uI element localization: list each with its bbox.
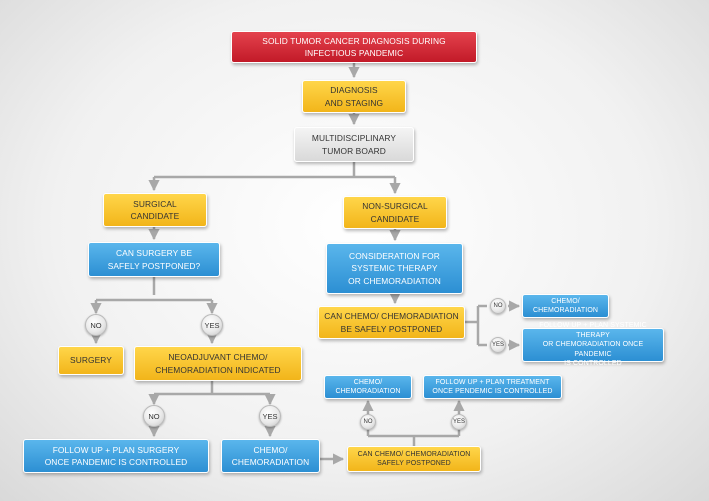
node-tumor-board: MULTIDISCIPLINARY TUMOR BOARD: [294, 127, 414, 162]
decision-no-surgery: NO: [85, 314, 107, 336]
decision-yes-neoadjuvant: YES: [259, 405, 281, 427]
node-surgical-candidate: SURGICAL CANDIDATE: [103, 193, 207, 227]
node-follow-up-treatment: FOLLOW UP + PLAN TREATMENT ONCE PENDEMIC…: [423, 375, 562, 399]
node-follow-up-surgery: FOLLOW UP + PLAN SURGERY ONCE PANDEMIC I…: [23, 439, 209, 473]
node-diagnosis-staging: DIAGNOSIS AND STAGING: [302, 80, 406, 113]
node-follow-up-systemic: FOLLOW UP + PLAN SYSTEMIC THERAPY OR CHE…: [522, 322, 664, 367]
decision-yes-chemo-bottom: YES: [451, 414, 467, 430]
decision-no-chemo-right: NO: [490, 298, 506, 314]
node-chemo-mid: CHEMO/ CHEMORADIATION: [324, 375, 412, 399]
decision-yes-chemo-right: YES: [490, 337, 506, 353]
node-can-chemo-postponed-right: CAN CHEMO/ CHEMORADIATION BE SAFELY POST…: [318, 306, 465, 339]
node-chemo-right: CHEMO/ CHEMORADIATION: [522, 294, 609, 318]
node-neoadjuvant: NEOADJUVANT CHEMO/ CHEMORADIATION INDICA…: [134, 346, 302, 381]
node-diagnosis-pandemic: SOLID TUMOR CANCER DIAGNOSIS DURING INFE…: [231, 31, 477, 63]
decision-no-chemo-bottom: NO: [360, 414, 376, 430]
decision-yes-surgery: YES: [201, 314, 223, 336]
decision-no-neoadjuvant: NO: [143, 405, 165, 427]
node-can-surgery-postponed: CAN SURGERY BE SAFELY POSTPONED?: [88, 242, 220, 277]
node-consideration-systemic: CONSIDERATION FOR SYSTEMIC THERAPY OR CH…: [326, 243, 463, 294]
node-non-surgical-candidate: NON-SURGICAL CANDIDATE: [343, 196, 447, 229]
node-chemo-bottom: CHEMO/ CHEMORADIATION: [221, 439, 320, 473]
node-can-chemo-postponed-bottom: CAN CHEMO/ CHEMORADIATION SAFELY POSTPON…: [347, 446, 481, 472]
node-surgery: SURGERY: [58, 346, 124, 375]
